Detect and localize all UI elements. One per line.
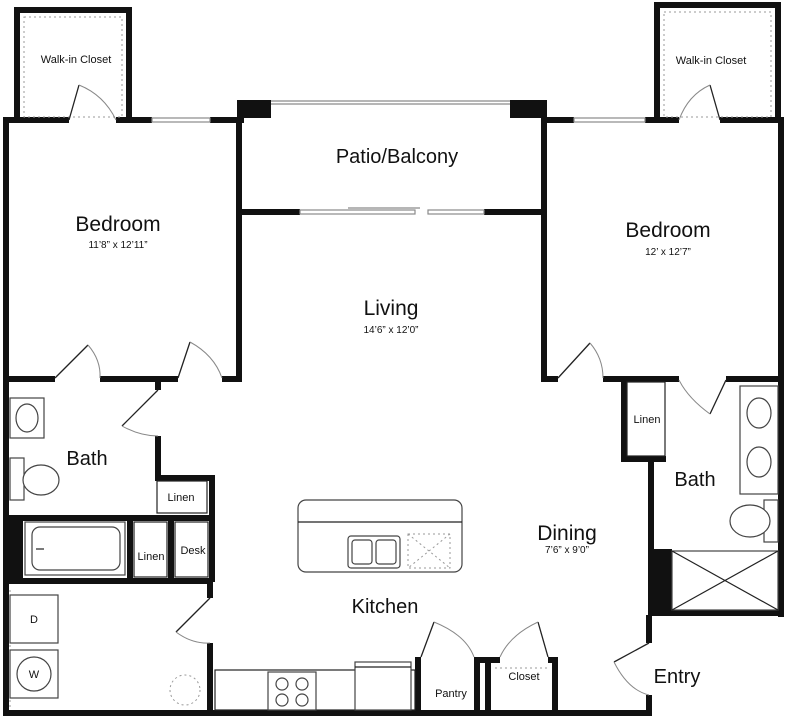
bedroom-right-dimensions: 12’ x 12’7” <box>645 247 691 258</box>
desk-label: Desk <box>180 545 206 557</box>
bath-right-label: Bath <box>674 469 715 491</box>
closet-shelving <box>9 11 772 708</box>
living-label: Living <box>364 297 419 320</box>
closet-label: Closet <box>508 671 539 683</box>
patio-label: Patio/Balcony <box>336 146 458 168</box>
bedroom-right-label: Bedroom <box>625 219 710 242</box>
bath-left-label: Bath <box>66 448 107 470</box>
entry-label: Entry <box>654 666 701 688</box>
bedroom-left-dimensions: 11’8” x 12’11” <box>88 240 147 251</box>
living-dimensions: 14’6” x 12’0” <box>363 325 418 336</box>
linen-upper-label: Linen <box>168 492 195 504</box>
walls <box>3 2 784 716</box>
linen-lower-label: Linen <box>138 551 165 563</box>
washer-icon: W <box>29 669 40 681</box>
walkin-closet-left-label: Walk-in Closet <box>41 54 112 66</box>
fixtures <box>9 381 779 711</box>
dining-label: Dining <box>537 522 597 545</box>
dryer-icon: D <box>30 614 38 626</box>
pantry-label: Pantry <box>435 688 467 700</box>
linen-right-label: Linen <box>634 414 661 426</box>
walkin-closet-right-label: Walk-in Closet <box>676 55 747 67</box>
bedroom-left-label: Bedroom <box>75 213 160 236</box>
dining-dimensions: 7’6” x 9’0” <box>545 545 589 556</box>
doors <box>54 84 727 696</box>
kitchen-label: Kitchen <box>352 596 419 618</box>
windows <box>151 100 646 215</box>
